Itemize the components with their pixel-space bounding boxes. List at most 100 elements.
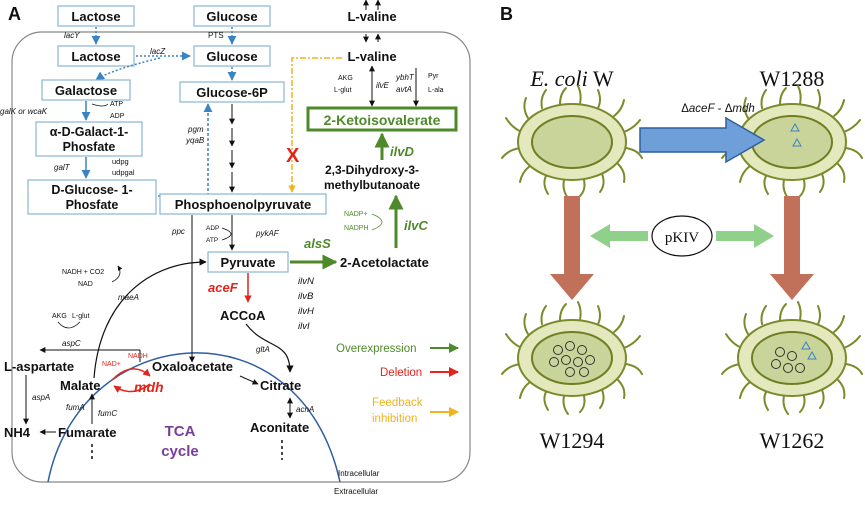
box-pyruvate [207, 251, 289, 273]
extracellular-label: Extracellular [334, 487, 378, 496]
mdh-label: mdh [134, 379, 164, 395]
right-down-arrow [770, 196, 814, 300]
udpgal: udpgal [112, 168, 135, 177]
cell-w1262 [721, 301, 863, 415]
atp-2: ATP [206, 237, 218, 244]
nadh-2: NADH [128, 353, 148, 360]
dglucose-line2: Phosfate [66, 198, 119, 212]
box-glucose6p [179, 81, 285, 103]
agalact-line1: α-D-Galact-1- [50, 125, 129, 139]
ilvb-label: ilvB [298, 291, 314, 302]
yqab-label: yqaB [185, 136, 205, 145]
box-dglucose [27, 179, 157, 215]
nadph: NADPH [344, 225, 369, 232]
cell-w1294 [501, 301, 643, 415]
box-glucose-in [193, 45, 271, 67]
glucose-in: Glucose [206, 49, 257, 64]
box-agalact [35, 121, 143, 157]
alss-label: alsS [304, 236, 331, 251]
ilve-label: ilvE [376, 81, 390, 90]
lactose-out: Lactose [71, 9, 120, 24]
mitochondrial-membrane [47, 352, 341, 483]
glucose6p: Glucose-6P [196, 85, 268, 100]
box-lactose-in [57, 45, 135, 67]
pep: Phosphoenolpyruvate [175, 197, 312, 212]
pkiv-right-arrow [716, 224, 774, 248]
acna-label: acnA [296, 405, 314, 414]
lacy-label: lacY [64, 31, 80, 40]
atp-1: ATP [110, 101, 123, 108]
legend-feedback-line2: inhibition [372, 413, 417, 425]
legend-overexpression: Overexpression [336, 343, 417, 355]
laspartate: L-aspartate [4, 359, 74, 374]
udpg: udpg [112, 157, 129, 166]
galt-label: galT [54, 163, 71, 172]
w1288-label: W1288 [760, 66, 825, 91]
fumc-label: fumC [98, 409, 117, 418]
akg-1: AKG [338, 75, 353, 82]
feedback-arrow [288, 57, 342, 193]
maea-label: maeA [118, 293, 139, 302]
box-ketoisovalerate [306, 106, 458, 132]
w1262-triangles [801, 340, 817, 360]
acef-label: aceF [208, 280, 239, 295]
tca-line2: cycle [161, 443, 199, 460]
cell-ecoli-w [501, 85, 643, 199]
malate: Malate [60, 378, 100, 393]
akg-2: AKG [52, 313, 67, 320]
pykaf-label: pykAF [255, 229, 280, 238]
lglut-2: L-glut [72, 313, 90, 320]
x-mark: X [286, 145, 300, 167]
dhm-line1: 2,3-Dihydroxy-3- [325, 163, 419, 177]
accoa: ACCoA [220, 308, 266, 323]
nad-label: NAD [78, 281, 93, 288]
adp-2: ADP [206, 225, 219, 232]
legend-feedback-line1: Feedback [372, 397, 423, 409]
glta-label: gltA [256, 345, 270, 354]
maea-arrow [93, 258, 207, 379]
galk-label: galK or wcaK [0, 107, 48, 116]
w1294-plasmids [549, 341, 595, 377]
ilvh-label: ilvH [298, 306, 314, 317]
aspc-label: aspC [62, 339, 81, 348]
ybht-label: ybhT [395, 73, 415, 82]
w1288-triangles [790, 122, 802, 147]
panel-b-label: B [500, 4, 513, 24]
deletion-label: ΔaceF - Δmdh [681, 103, 755, 115]
dhm-line2: methylbutanoate [324, 178, 420, 192]
fumarate: Fumarate [58, 425, 117, 440]
box-lactose-out [57, 5, 135, 27]
pkiv-ellipse [651, 215, 713, 257]
lactose-in: Lactose [71, 49, 120, 64]
intracellular-label: Intracellular [338, 469, 380, 478]
pkiv-left-arrow [590, 224, 648, 248]
lvaline-in: L-valine [347, 49, 396, 64]
dglucose-line1: D-Glucose- 1- [51, 183, 132, 197]
w1294-label: W1294 [540, 428, 605, 453]
deletion-arrow [639, 116, 766, 164]
w1262-plasmids [771, 347, 805, 373]
pts-label: PTS [208, 31, 224, 40]
citrate: Citrate [260, 378, 301, 393]
nad-plus: NAD+ [102, 361, 121, 368]
left-down-arrow [550, 196, 594, 300]
nh4: NH4 [4, 425, 31, 440]
adp-1: ADP [110, 113, 125, 120]
oxaloacetate: Oxaloacetate [152, 359, 233, 374]
pgm-label: pgm [187, 125, 204, 134]
lvaline-out: L-valine [347, 9, 396, 24]
w1262-label: W1262 [760, 428, 825, 453]
box-glucose-out [193, 5, 271, 27]
agalact-line2: Phosfate [63, 140, 116, 154]
lglut-1: L-glut [334, 87, 352, 94]
pkiv-label: pKIV [665, 230, 699, 246]
ilvd-label: ilvD [390, 144, 414, 159]
avta-label: avtA [396, 85, 412, 94]
nadh-co2: NADH + CO2 [62, 269, 104, 276]
nadp-plus: NADP+ [344, 211, 368, 218]
pyruvate: Pyruvate [221, 255, 276, 270]
aconitate: Aconitate [250, 420, 309, 435]
legend-deletion: Deletion [380, 367, 422, 379]
pyr-label: Pyr [428, 73, 439, 80]
